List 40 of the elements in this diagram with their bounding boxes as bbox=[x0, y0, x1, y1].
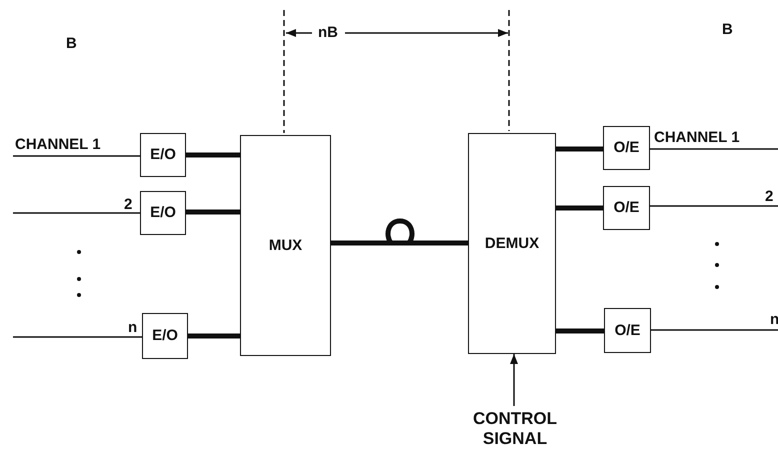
control-signal-text: CONTROL SIGNAL bbox=[472, 409, 558, 449]
demultiplexer-box bbox=[468, 133, 556, 354]
converter-box bbox=[603, 186, 650, 230]
fiber-line bbox=[186, 152, 240, 158]
signal-line bbox=[650, 205, 778, 207]
fiber-line bbox=[556, 328, 604, 334]
signal-line bbox=[650, 148, 778, 150]
fiber-line bbox=[188, 334, 240, 338]
arrow bbox=[510, 354, 518, 406]
box-label: E/O bbox=[150, 204, 176, 222]
box-label: O/E bbox=[614, 199, 640, 217]
channel-label: CHANNEL 1 bbox=[15, 137, 101, 152]
box-label: E/O bbox=[150, 146, 176, 164]
signal-line bbox=[13, 155, 140, 157]
box-label: E/O bbox=[152, 327, 178, 345]
signal-line bbox=[13, 336, 142, 338]
signal-line bbox=[13, 212, 140, 214]
converter-box bbox=[604, 308, 651, 353]
box-label: O/E bbox=[614, 322, 640, 340]
converter-box bbox=[603, 126, 650, 170]
channel-label: 2 bbox=[124, 197, 132, 212]
channel-label: n bbox=[128, 320, 138, 335]
channel-label: CHANNEL 1 bbox=[654, 130, 740, 145]
signal-line bbox=[651, 329, 778, 331]
box-label: DEMUX bbox=[484, 234, 540, 252]
box-label: O/E bbox=[614, 139, 640, 157]
fiber-line bbox=[556, 146, 603, 152]
converter-box bbox=[140, 191, 186, 235]
converter-box bbox=[140, 133, 186, 177]
fiber-line bbox=[556, 206, 603, 210]
bit-rate-label: B bbox=[722, 22, 733, 37]
bit-rate-label: B bbox=[66, 36, 77, 51]
bit-rate-label: nB bbox=[318, 25, 338, 40]
channel-label: n bbox=[770, 312, 778, 327]
box-label: MUX bbox=[268, 236, 302, 254]
channel-label: 2 bbox=[765, 189, 774, 204]
fiber-line bbox=[331, 218, 468, 246]
multiplexer-box bbox=[240, 135, 331, 356]
converter-box bbox=[142, 313, 188, 359]
fiber-line bbox=[186, 210, 240, 214]
